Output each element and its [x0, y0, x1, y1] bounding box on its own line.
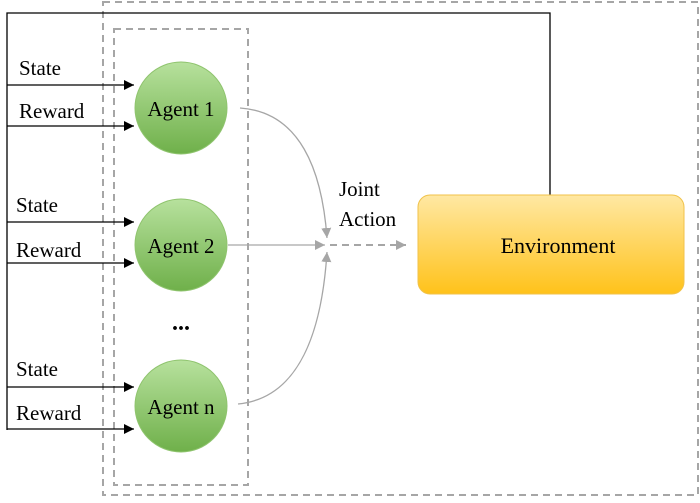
joint-action-label-line1: Joint: [339, 177, 380, 201]
reward-label-agent-1: Reward: [19, 99, 85, 123]
environment-node: Environment: [417, 194, 685, 295]
curve-agent-1-to-joint: [239, 107, 332, 239]
agent-1-label: Agent 1: [147, 97, 214, 121]
agent-2-label: Agent 2: [147, 234, 214, 258]
agent-1-node: Agent 1: [134, 61, 228, 155]
environment-label: Environment: [501, 233, 616, 258]
agent-n-node: Agent n: [134, 359, 228, 453]
reward-label-agent-2: Reward: [16, 238, 82, 262]
joint-action-label-line2: Action: [339, 207, 397, 231]
agents-group-boundary: [113, 28, 249, 486]
agents-ellipsis: ...: [172, 310, 190, 336]
agent-2-node: Agent 2: [134, 198, 228, 292]
agent-n-label: Agent n: [147, 395, 215, 419]
reward-label-agent-n: Reward: [16, 401, 82, 425]
state-label-agent-n: State: [16, 357, 58, 381]
outer-dashed-boundary: [102, 1, 699, 496]
state-label-agent-2: State: [16, 193, 58, 217]
state-label-agent-1: State: [19, 56, 61, 80]
curve-agent-n-to-joint: [237, 251, 332, 405]
